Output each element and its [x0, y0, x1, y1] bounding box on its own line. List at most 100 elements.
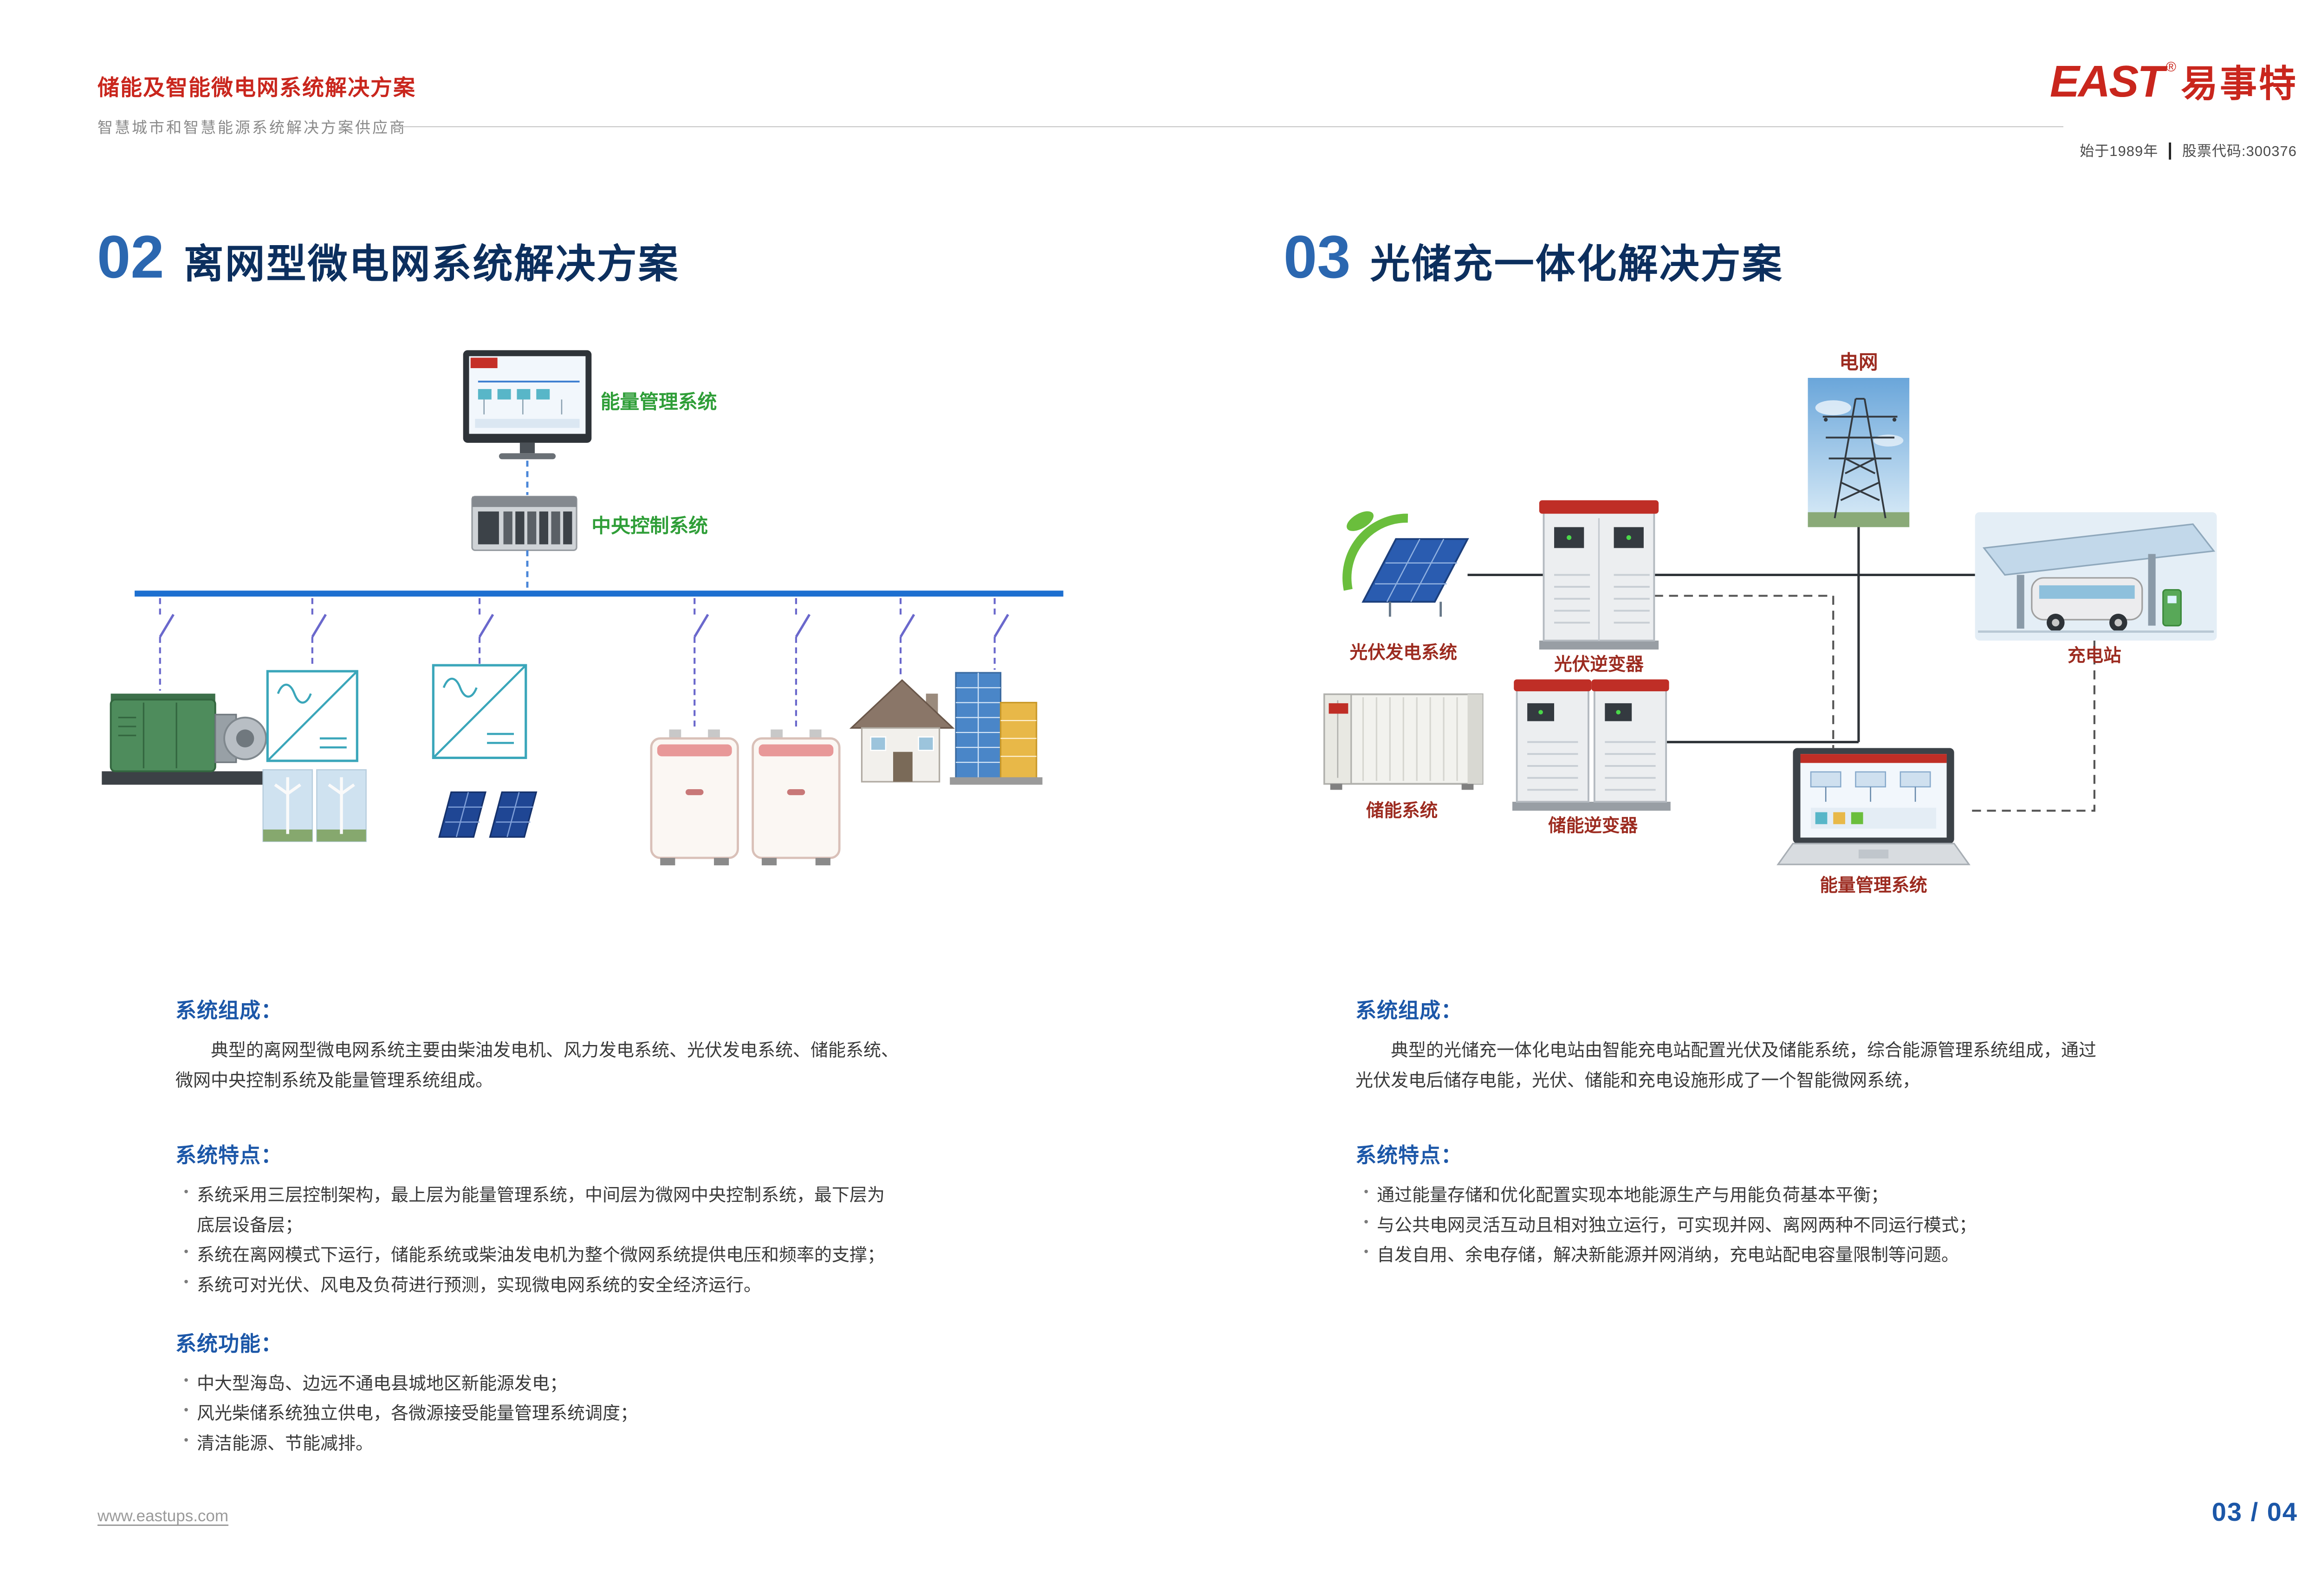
- branch-switch-battery-1: [694, 598, 709, 727]
- bullet-dot: •: [184, 1402, 188, 1417]
- function-bullet: • 风光柴储系统独立供电，各微源接受能量管理系统调度；: [175, 1399, 900, 1429]
- functions-heading: 系统功能：: [175, 1331, 283, 1356]
- composition-heading: 系统组成：: [1355, 999, 1463, 1022]
- tagline-stock-code: 股票代码:300376: [2182, 143, 2297, 159]
- pv-system-icon: [1342, 511, 1469, 617]
- ems-laptop-icon: [1776, 748, 1971, 865]
- composition-paragraph: 典型的光储充一体化电站由智能充电站配置光伏及储能系统，综合能源管理系统组成，通过…: [1355, 1041, 2097, 1090]
- composition-paragraph: 典型的离网型微电网系统主要由柴油发电机、风力发电系统、光伏发电系统、储能系统、微…: [175, 1041, 899, 1090]
- solar-panel-icon: [489, 791, 538, 838]
- section-03-number: 03: [1284, 223, 1351, 291]
- storage-container-icon: [1323, 693, 1484, 790]
- solar-converter-icon: [432, 664, 527, 759]
- features-heading: 系统特点：: [175, 1143, 283, 1168]
- ems-comms-dashed-2: [1971, 640, 2095, 812]
- ems-label: 能量管理系统: [601, 391, 717, 413]
- feature-bullet: • 自发自用、余电存储，解决新能源并网消纳，充电站配电容量限制等问题。: [1355, 1240, 2098, 1271]
- pv-system-label: 光伏发电系统: [1350, 642, 1457, 662]
- composition-block: 系统组成： 典型的离网型微电网系统主要由柴油发电机、风力发电系统、光伏发电系统、…: [175, 993, 900, 1096]
- central-controller-icon: [471, 496, 577, 551]
- tagline-founded: 始于1989年: [2080, 143, 2159, 159]
- bullet-text: 清洁能源、节能减排。: [197, 1434, 374, 1453]
- section-03-text: 系统组成： 典型的光储充一体化电站由智能充电站配置光伏及储能系统，综合能源管理系…: [1355, 993, 2098, 1297]
- functions-block: 系统功能： • 中大型海岛、边远不通电县城地区新能源发电； • 风光柴储系统独立…: [175, 1327, 900, 1459]
- header-tagline: 始于1989年 ┃ 股票代码:300376: [2080, 139, 2297, 160]
- section-03-header: 03 光储充一体化解决方案: [1284, 222, 1783, 292]
- logo-registered-mark: ®: [2165, 59, 2176, 75]
- grid-tower-icon: [1808, 377, 1910, 527]
- bullet-text: 系统在离网模式下运行，储能系统或柴油发电机为整个微网系统提供电压和频率的支撑；: [197, 1246, 885, 1265]
- bullet-text: 自发自用、余电存储，解决新能源并网消纳，充电站配电容量限制等问题。: [1377, 1246, 1959, 1265]
- bullet-text: 系统可对光伏、风电及负荷进行预测，实现微电网系统的安全经济运行。: [197, 1275, 762, 1295]
- website-link[interactable]: www.eastups.com: [97, 1507, 229, 1525]
- east-logo: EAST® 易事特: [2050, 59, 2298, 104]
- building-icon: [950, 672, 1043, 785]
- bullet-text: 系统采用三层控制架构，最上层为能量管理系统，中间层为微网中央控制系统，最下层为底…: [197, 1186, 885, 1235]
- feature-bullet: • 系统可对光伏、风电及负荷进行预测，实现微电网系统的安全经济运行。: [175, 1271, 900, 1301]
- offgrid-microgrid-diagram: 能量管理系统 中央控制系统: [93, 341, 1093, 885]
- features-block: 系统特点： • 通过能量存储和优化配置实现本地能源生产与用能负荷基本平衡； • …: [1355, 1138, 2098, 1271]
- pv-storage-charging-diagram: 电网: [1318, 351, 2303, 918]
- function-bullet: • 清洁能源、节能减排。: [175, 1429, 900, 1459]
- page-number: 03 / 04: [2211, 1497, 2298, 1526]
- bullet-text: 与公共电网灵活互动且相对独立运行，可实现并网、离网两种不同运行模式；: [1377, 1215, 1977, 1235]
- pv-inverter-label: 光伏逆变器: [1554, 655, 1644, 675]
- header-title: 储能及智能微电网系统解决方案: [97, 75, 416, 100]
- section-03-title: 光储充一体化解决方案: [1370, 242, 1783, 286]
- diesel-generator-icon: [102, 694, 267, 785]
- charging-station-icon: [1975, 512, 2217, 641]
- section-02-title: 离网型微电网系统解决方案: [183, 242, 680, 286]
- composition-heading: 系统组成：: [175, 999, 283, 1022]
- bullet-dot: •: [184, 1184, 188, 1199]
- section-02-number: 02: [97, 223, 164, 291]
- features-block: 系统特点： • 系统采用三层控制架构，最上层为能量管理系统，中间层为微网中央控制…: [175, 1138, 900, 1300]
- branch-switch-wind: [311, 598, 327, 668]
- branch-switch-generator: [159, 598, 175, 691]
- wind-converter-icon: [266, 670, 358, 762]
- composition-block: 系统组成： 典型的光储充一体化电站由智能充电站配置光伏及储能系统，综合能源管理系…: [1355, 993, 2098, 1096]
- features-heading: 系统特点：: [1355, 1143, 1463, 1168]
- ems-monitor-icon: [463, 350, 592, 460]
- ac-bus-bar: [135, 590, 1063, 597]
- bullet-text: 通过能量存储和优化配置实现本地能源生产与用能负荷基本平衡；: [1377, 1186, 1889, 1206]
- feature-bullet: • 通过能量存储和优化配置实现本地能源生产与用能负荷基本平衡；: [1355, 1181, 2098, 1211]
- logo-chinese-text: 易事特: [2181, 63, 2298, 104]
- tagline-divider: ┃: [2165, 143, 2175, 159]
- bullet-dot: •: [1364, 1214, 1368, 1229]
- charging-station-label: 充电站: [2068, 646, 2121, 666]
- bullet-dot: •: [184, 1274, 188, 1289]
- branch-switch-building: [993, 598, 1009, 670]
- feature-bullet: • 系统采用三层控制架构，最上层为能量管理系统，中间层为微网中央控制系统，最下层…: [175, 1181, 900, 1240]
- house-icon: [849, 679, 955, 783]
- battery-cabinet-icon: [650, 729, 739, 866]
- feature-bullet: • 系统在离网模式下运行，储能系统或柴油发电机为整个微网系统提供电压和频率的支撑…: [175, 1240, 900, 1271]
- bullet-dot: •: [184, 1372, 188, 1387]
- solar-panel-icon: [438, 791, 487, 838]
- bullet-dot: •: [184, 1244, 188, 1259]
- bullet-text: 中大型海岛、边远不通电县城地区新能源发电；: [197, 1374, 568, 1394]
- branch-switch-house: [899, 598, 915, 677]
- wind-turbine-icon: [316, 769, 367, 842]
- storage-inverter-icon: [1512, 679, 1671, 811]
- feature-bullet: • 与公共电网灵活互动且相对独立运行，可实现并网、离网两种不同运行模式；: [1355, 1211, 2098, 1241]
- storage-inverter-label: 储能逆变器: [1548, 816, 1638, 836]
- logo-east-text: EAST: [2049, 57, 2165, 106]
- section-02-text: 系统组成： 典型的离网型微电网系统主要由柴油发电机、风力发电系统、光伏发电系统、…: [175, 993, 900, 1459]
- wind-turbine-icon: [262, 769, 313, 842]
- branch-switch-solar: [478, 598, 494, 666]
- bullet-dot: •: [1364, 1184, 1368, 1199]
- bullet-dot: •: [1364, 1244, 1368, 1259]
- pv-inverter-icon: [1539, 500, 1659, 650]
- ems-comms-dashed-1: [1654, 595, 1835, 748]
- battery-cabinet-icon: [752, 729, 841, 866]
- branch-switch-battery-2: [795, 598, 811, 727]
- storage-system-label: 储能系统: [1366, 801, 1438, 821]
- header-divider-line: [392, 126, 2063, 127]
- central-control-label: 中央控制系统: [591, 515, 708, 537]
- grid-label: 电网: [1839, 351, 1878, 373]
- bullet-text: 风光柴储系统独立供电，各微源接受能量管理系统调度；: [197, 1404, 638, 1424]
- bullet-dot: •: [184, 1432, 188, 1447]
- header-subtitle: 智慧城市和智慧能源系统解决方案供应商: [97, 119, 407, 136]
- ems-system-label: 能量管理系统: [1820, 876, 1927, 895]
